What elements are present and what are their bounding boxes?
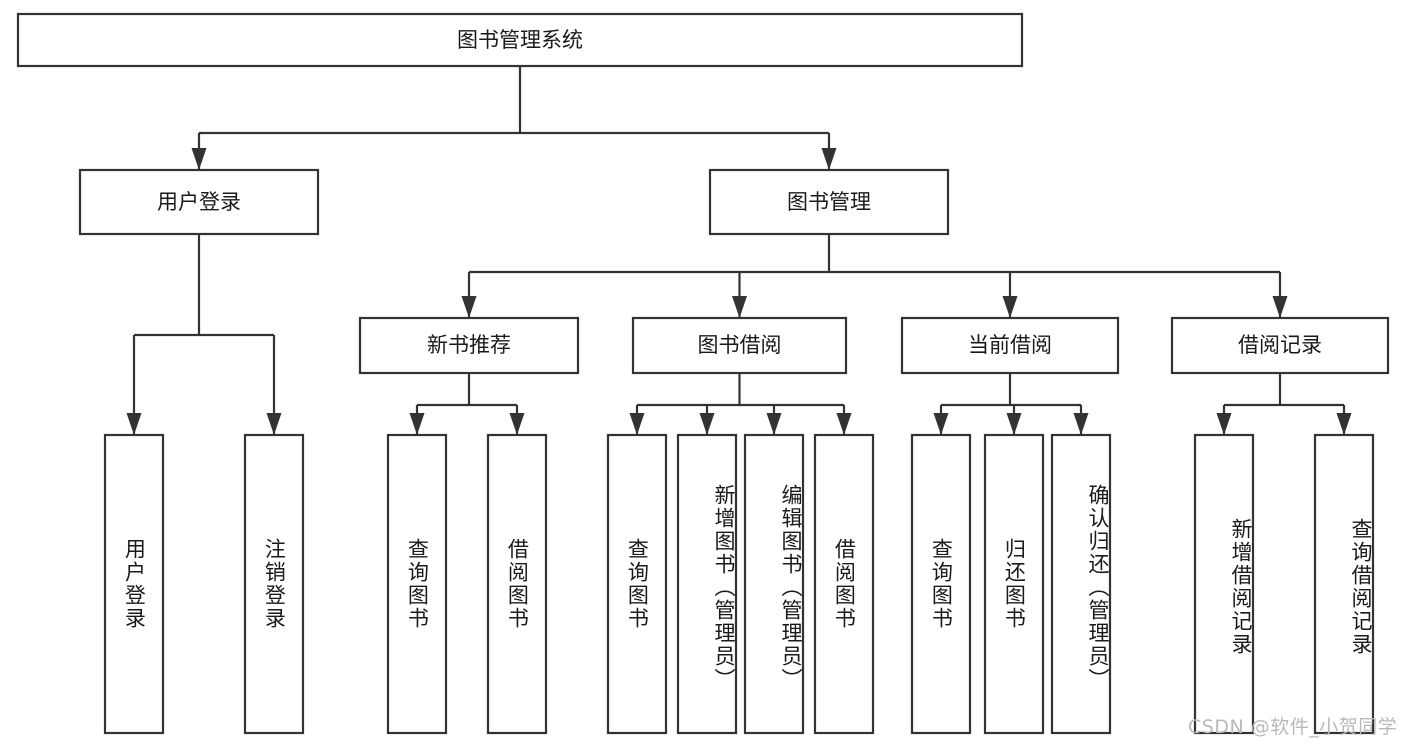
arrow-leaf-9 [1006, 413, 1022, 435]
arrow-leaf-6 [766, 413, 782, 435]
node-box-leaf-4-查询图书[interactable] [606, 433, 668, 735]
arrow-leaf-1 [266, 413, 282, 435]
node-box-借阅记录[interactable] [1170, 316, 1390, 375]
node-box-leaf-1-注销登录[interactable] [243, 433, 305, 735]
arrow-leaf-8 [933, 413, 949, 435]
arrow-level2-0 [191, 148, 207, 170]
node-box-leaf-0-用户登录[interactable] [103, 433, 165, 735]
arrow-leaf-11 [1216, 413, 1232, 435]
node-box-leaf-11-新增借阅记录[interactable] [1193, 433, 1255, 735]
node-box-leaf-8-查询图书[interactable] [910, 433, 972, 735]
node-box-layer [16, 12, 1390, 735]
arrow-leaf-5 [699, 413, 715, 435]
node-box-leaf-6-编辑图书管理员[interactable] [743, 433, 805, 735]
node-box-leaf-10-确认归还管理员[interactable] [1050, 433, 1112, 735]
arrow-leaf-0 [126, 413, 142, 435]
node-box-leaf-7-借阅图书[interactable] [813, 433, 875, 735]
arrow-level2-1 [821, 148, 837, 170]
arrow-level3-0 [461, 296, 477, 318]
arrow-leaf-2 [409, 413, 425, 435]
arrow-level3-1 [732, 296, 747, 318]
node-box-leaf-12-查询借阅记录[interactable] [1313, 433, 1375, 735]
arrow-leaf-4 [629, 413, 645, 435]
arrow-leaf-3 [509, 413, 525, 435]
node-box-root-图书管理系统[interactable] [16, 12, 1024, 68]
node-box-用户登录[interactable] [78, 168, 320, 236]
arrow-leaf-10 [1073, 413, 1089, 435]
node-box-leaf-2-查询图书[interactable] [386, 433, 448, 735]
connector-layer [126, 66, 1352, 435]
arrow-leaf-7 [836, 413, 852, 435]
arrow-level3-3 [1272, 296, 1288, 318]
node-box-leaf-5-新增图书管理员[interactable] [676, 433, 738, 735]
node-box-图书管理[interactable] [708, 168, 950, 236]
watermark-text: CSDN @软件_小贺同学 [1188, 716, 1398, 738]
node-box-新书推荐[interactable] [358, 316, 580, 375]
node-box-leaf-9-归还图书[interactable] [983, 433, 1045, 735]
node-box-当前借阅[interactable] [900, 316, 1120, 375]
arrow-level3-2 [1002, 296, 1018, 318]
node-box-leaf-3-借阅图书[interactable] [486, 433, 548, 735]
arrow-leaf-12 [1336, 413, 1352, 435]
node-box-图书借阅[interactable] [631, 316, 848, 375]
